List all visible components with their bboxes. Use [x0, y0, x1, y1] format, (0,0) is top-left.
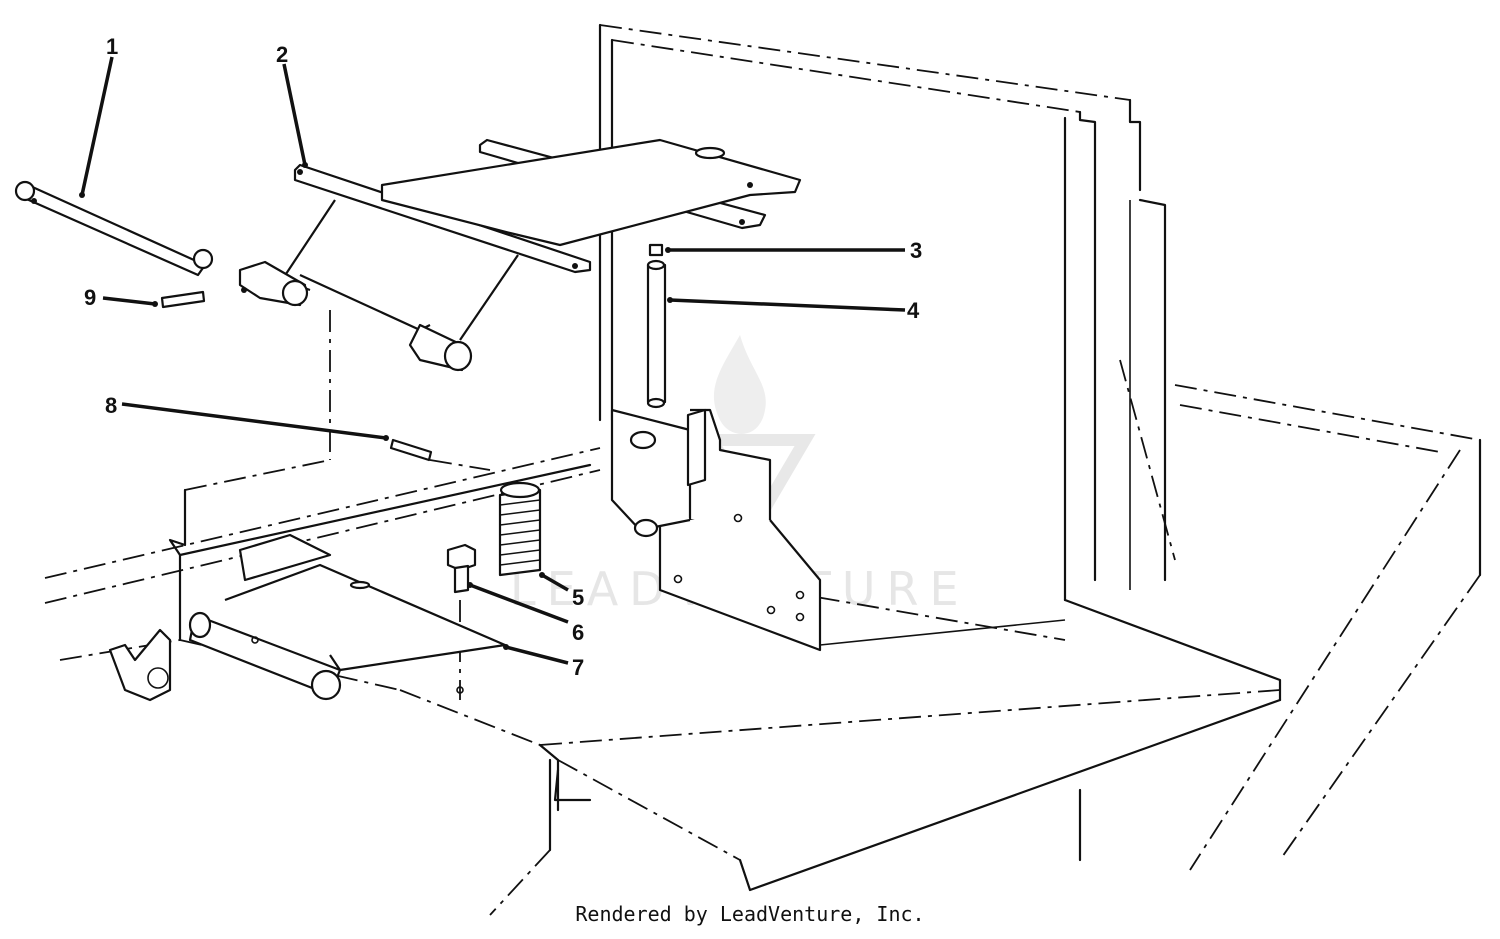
callout-2: 2 [276, 42, 288, 67]
part-pin-long [14, 180, 214, 277]
callout-7: 7 [572, 655, 584, 680]
part-roll-pin-8 [389, 438, 433, 462]
callout-3: 3 [910, 238, 922, 263]
callout-9: 9 [84, 285, 96, 310]
callout-8: 8 [105, 393, 117, 418]
callout-1: 1 [106, 34, 118, 59]
watermark-flame-icon [713, 335, 766, 434]
part-hinge-bracket [610, 408, 822, 652]
callout-6: 6 [572, 620, 584, 645]
rear-panel [598, 23, 1176, 602]
side-deck [1063, 384, 1482, 871]
callout-labels: 1 2 3 4 5 6 7 8 9 [84, 34, 922, 680]
part-lower-plate [108, 533, 507, 702]
callout-5: 5 [572, 585, 584, 610]
callout-leaders [79, 56, 906, 665]
callout-4: 4 [907, 298, 920, 323]
footer-text: Rendered by LeadVenture, Inc. [575, 902, 925, 926]
part-spring [498, 481, 542, 577]
part-upper-bracket [238, 138, 802, 372]
footer-credit: Rendered by LeadVenture, Inc. [0, 902, 1500, 926]
deck-front [399, 569, 1282, 916]
part-hinge-pin [646, 243, 667, 409]
part-roll-pin-9 [160, 287, 247, 309]
